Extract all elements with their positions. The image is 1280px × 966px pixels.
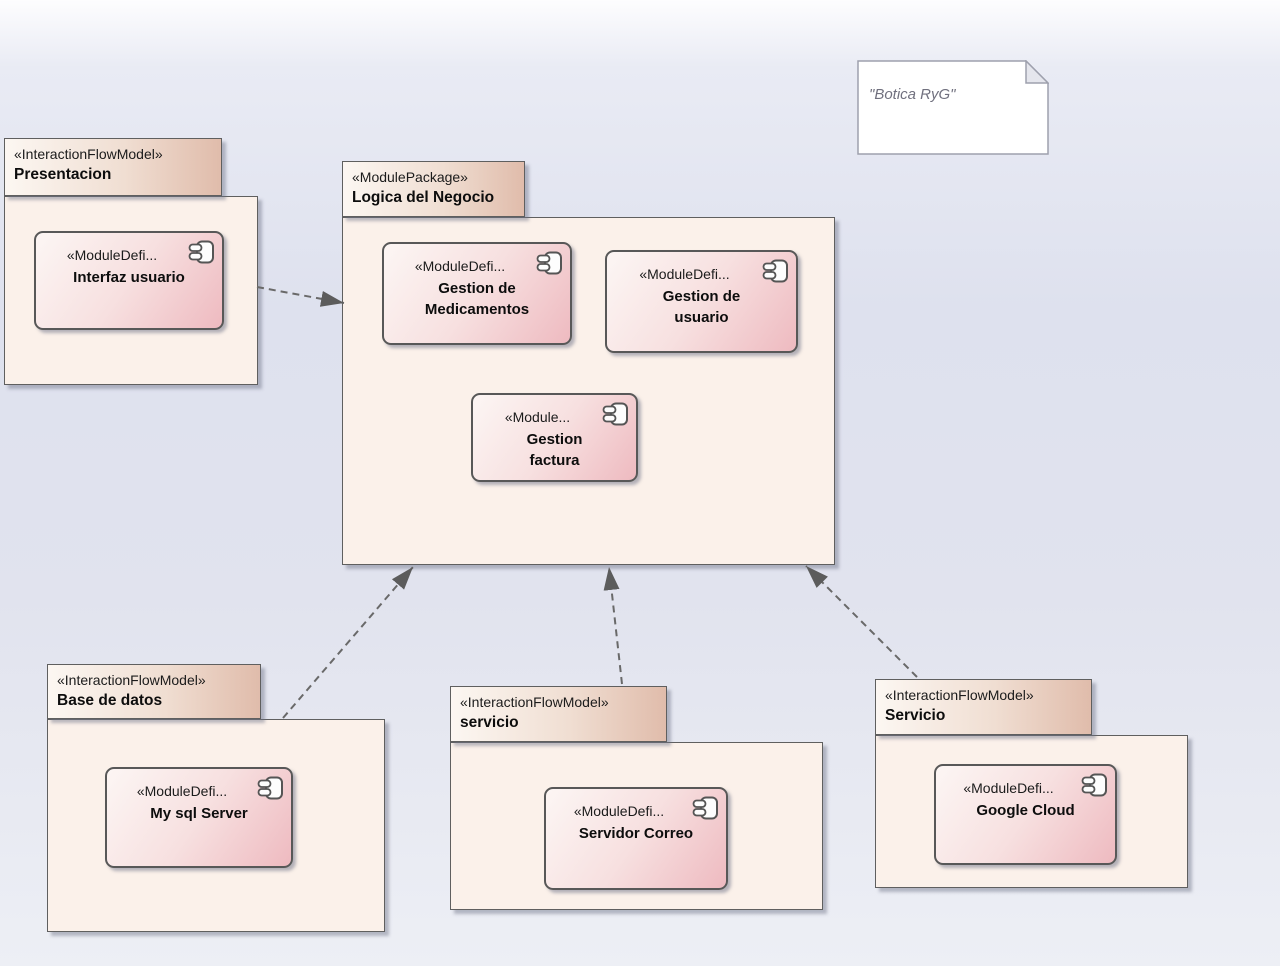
- module-name: Gestion de usuario: [662, 287, 741, 327]
- note-text: "Botica RyG": [869, 86, 956, 103]
- module-google-cloud[interactable]: «ModuleDefi... Google Cloud: [934, 764, 1117, 865]
- package-base-de-datos-tab[interactable]: «InteractionFlowModel» Base de datos: [47, 664, 261, 719]
- package-presentacion-tab[interactable]: «InteractionFlowModel» Presentacion: [4, 138, 222, 196]
- dependency-arrow-basedatos-to-logica[interactable]: [282, 566, 414, 719]
- package-name: Base de datos: [57, 691, 163, 709]
- module-stereotype: «Module...: [504, 409, 571, 425]
- module-stereotype: «ModuleDefi...: [136, 783, 228, 799]
- module-name: Google Cloud: [976, 801, 1075, 819]
- component-icon: [188, 240, 215, 264]
- note[interactable]: "Botica RyG": [857, 59, 1050, 155]
- package-name: servicio: [460, 713, 519, 731]
- package-stereotype: «InteractionFlowModel»: [57, 672, 206, 688]
- package-stereotype: «ModulePackage»: [352, 169, 468, 185]
- component-icon: [762, 259, 789, 283]
- package-logica-tab[interactable]: «ModulePackage» Logica del Negocio: [342, 161, 525, 217]
- module-stereotype: «ModuleDefi...: [963, 780, 1054, 796]
- module-stereotype: «ModuleDefi...: [573, 803, 665, 819]
- package-name: Servicio: [885, 706, 946, 724]
- module-name: My sql Server: [150, 804, 248, 822]
- module-mysql-server[interactable]: «ModuleDefi... My sql Server: [105, 767, 293, 868]
- package-servicio-tab[interactable]: «InteractionFlowModel» servicio: [450, 686, 667, 742]
- package-name: Logica del Negocio: [352, 188, 495, 206]
- note-shape: [857, 59, 1050, 155]
- module-gestion-usuario[interactable]: «ModuleDefi... Gestion de usuario: [605, 250, 798, 353]
- component-icon: [536, 251, 563, 275]
- module-stereotype: «ModuleDefi...: [639, 266, 730, 282]
- module-stereotype: «ModuleDefi...: [66, 247, 158, 263]
- module-name: Interfaz usuario: [73, 268, 185, 286]
- component-icon: [602, 402, 629, 426]
- module-name: Gestion factura: [526, 430, 583, 470]
- module-name: Servidor Correo: [578, 824, 694, 842]
- module-interfaz-usuario[interactable]: «ModuleDefi... Interfaz usuario: [34, 231, 224, 330]
- component-icon: [692, 796, 719, 820]
- module-servidor-correo[interactable]: «ModuleDefi... Servidor Correo: [544, 787, 728, 890]
- module-name: Gestion de Medicamentos: [424, 279, 530, 319]
- component-icon: [257, 776, 284, 800]
- module-stereotype: «ModuleDefi...: [414, 258, 506, 274]
- component-icon: [1081, 773, 1108, 797]
- dependency-arrow-servicio2-to-logica[interactable]: [805, 565, 918, 678]
- dependency-arrow-servicio-to-logica[interactable]: [603, 566, 623, 685]
- package-stereotype: «InteractionFlowModel»: [885, 687, 1034, 703]
- module-gestion-medicamentos[interactable]: «ModuleDefi... Gestion de Medicamentos: [382, 242, 572, 345]
- package-stereotype: «InteractionFlowModel»: [14, 146, 163, 162]
- package-name: Presentacion: [14, 165, 112, 183]
- package-servicio2-tab[interactable]: «InteractionFlowModel» Servicio: [875, 679, 1092, 735]
- dependency-arrow-presentacion-to-logica[interactable]: [256, 286, 345, 307]
- package-stereotype: «InteractionFlowModel»: [460, 694, 609, 710]
- module-gestion-factura[interactable]: «Module... Gestion factura: [471, 393, 638, 482]
